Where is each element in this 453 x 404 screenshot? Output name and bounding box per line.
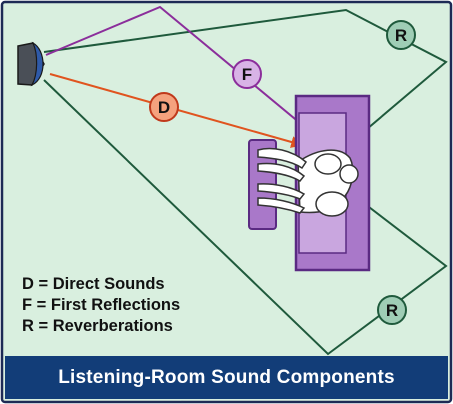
marker-reverb-bottom-letter: R [386,301,398,320]
listener-figure [257,147,359,217]
marker-first-reflection: F [232,59,262,89]
caption-bar [5,356,448,399]
listener-head [339,164,359,184]
marker-reverb-top: R [386,20,416,50]
caption-title: Listening-Room Sound Components [58,366,395,388]
legend: D = Direct Sounds F = First Reflections … [22,274,180,337]
loudspeaker-icon [17,41,45,87]
marker-direct: D [149,92,179,122]
marker-reverb-bottom: R [377,295,407,325]
marker-direct-letter: D [158,98,170,117]
legend-direct: D = Direct Sounds [22,275,165,293]
marker-first-reflection-letter: F [242,65,252,84]
marker-reverb-top-letter: R [395,26,407,45]
legend-first-reflection: F = First Reflections [22,296,181,314]
legend-reverb: R = Reverberations [22,317,173,335]
first-reflection-path [45,5,319,139]
